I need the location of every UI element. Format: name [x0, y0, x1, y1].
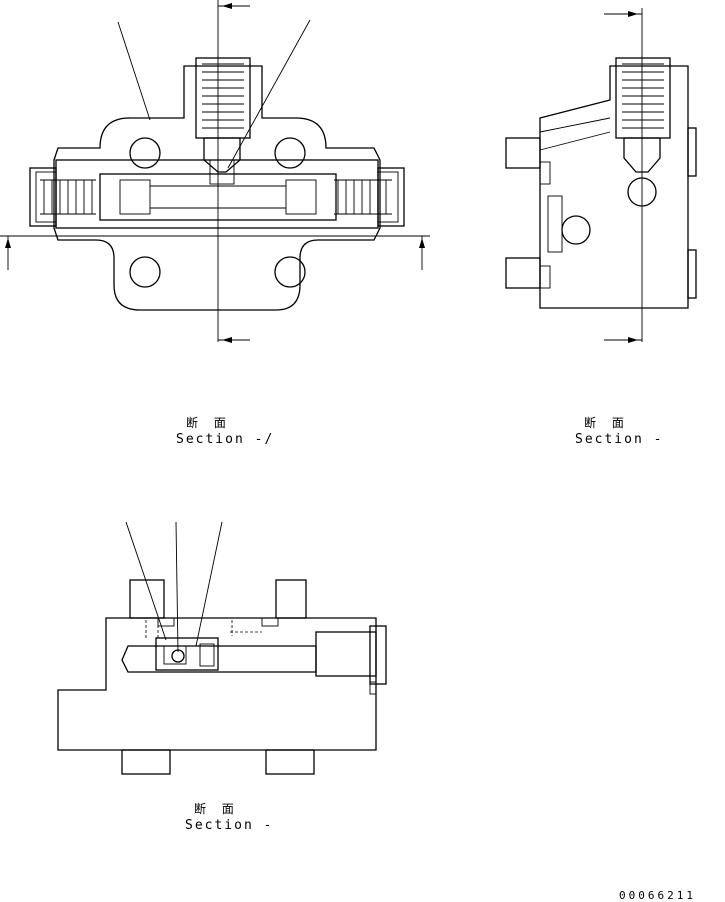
- boss-right: [687, 249, 697, 299]
- passage: [539, 117, 611, 151]
- lower-valve-plug: [199, 643, 215, 667]
- leader-line: [175, 521, 179, 653]
- port-lower: [505, 257, 541, 289]
- side-spring: [622, 63, 664, 129]
- spring-left: [40, 179, 96, 215]
- plug-left-inner: [35, 171, 57, 223]
- poppet: [203, 137, 241, 173]
- section-arrow-head: [5, 238, 11, 248]
- section-arrow-head: [419, 238, 425, 248]
- section-view-3: [57, 521, 387, 775]
- section-view-1: [0, 0, 430, 343]
- central-bore: [55, 159, 379, 229]
- bolt-hole: [129, 256, 161, 288]
- bolt-hole: [129, 137, 161, 169]
- spring-right: [334, 179, 392, 215]
- passage-top: [157, 617, 175, 627]
- spool-land-right: [285, 179, 317, 215]
- leader-line: [117, 21, 151, 121]
- leader-line: [125, 521, 167, 641]
- lower-body-outline: [57, 617, 377, 751]
- ball: [561, 215, 591, 245]
- boss-right: [687, 127, 697, 177]
- section-3-caption-jp: 断 面: [194, 802, 240, 816]
- section-view-2: [505, 8, 697, 343]
- lower-valve: [155, 637, 219, 671]
- document-number: 00066211: [619, 889, 696, 902]
- top-spring: [202, 63, 244, 129]
- plug-right: [377, 167, 405, 227]
- leader-line: [227, 19, 311, 169]
- section-1-caption-jp: 断 面: [186, 416, 232, 430]
- valve-body-outline: [53, 65, 381, 311]
- section-arrow-head: [628, 11, 638, 17]
- bolt-hole: [274, 137, 306, 169]
- bolt-hole: [274, 256, 306, 288]
- boss-top: [275, 579, 307, 619]
- section-1-caption-en: Section -/: [176, 432, 275, 447]
- lower-bore: [121, 645, 317, 673]
- hidden-lines: [145, 620, 262, 640]
- section-3-caption-en: Section -: [185, 818, 274, 833]
- side-valve-housing: [615, 57, 671, 139]
- lower-valve-seat: [163, 645, 187, 665]
- section-arrow-head: [222, 3, 232, 9]
- side-body-outline: [539, 65, 689, 309]
- passage-vertical: [547, 195, 563, 253]
- leader-line: [195, 521, 223, 647]
- end-fitting: [315, 631, 377, 677]
- plug-right-inner: [377, 171, 399, 223]
- side-poppet: [623, 137, 661, 173]
- passage-top: [261, 617, 279, 627]
- port-seal: [539, 265, 551, 289]
- port-seal: [539, 161, 551, 185]
- foot: [265, 749, 315, 775]
- spool-land-left: [119, 179, 151, 215]
- end-cap: [369, 625, 387, 685]
- top-valve-housing: [195, 57, 251, 139]
- end-cap-lip: [369, 681, 377, 695]
- boss-top: [129, 579, 165, 619]
- poppet-seat: [209, 159, 235, 185]
- port-upper: [505, 137, 541, 169]
- section-2-caption-jp: 断 面: [584, 416, 630, 430]
- section-arrow-head: [628, 337, 638, 343]
- section-arrow-head: [222, 337, 232, 343]
- foot: [121, 749, 171, 775]
- section-2-caption-en: Section -: [575, 432, 664, 447]
